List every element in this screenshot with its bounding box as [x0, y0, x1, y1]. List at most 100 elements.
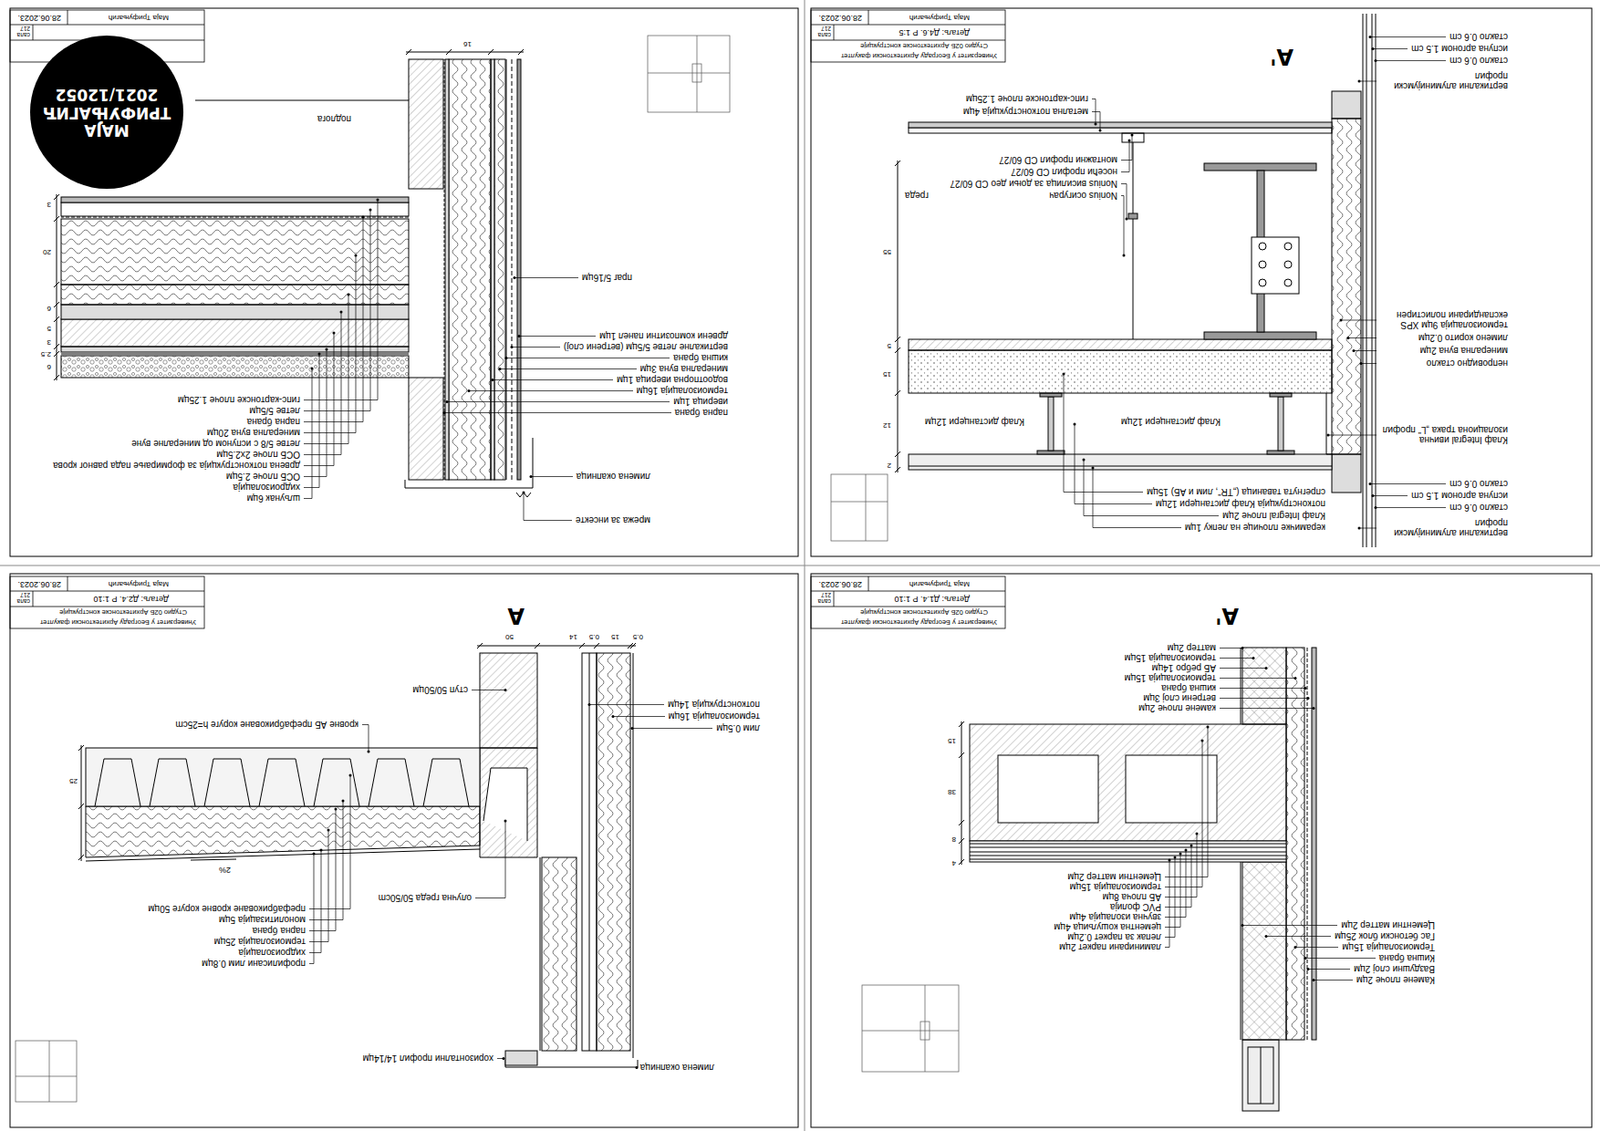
key-plan-part — [865, 474, 867, 541]
dimension-number: 15 — [610, 632, 621, 641]
detail-d4-6-part — [1362, 13, 1364, 548]
annotation-label: Кишна брана — [1378, 953, 1436, 964]
leader-line — [506, 357, 670, 359]
title-block-part — [810, 10, 1006, 63]
leader-dot — [529, 475, 533, 478]
annotation-label: парна брана — [674, 407, 729, 418]
leader-line — [523, 492, 572, 521]
leader-line — [1092, 467, 1182, 529]
annotation-label: потконструкција Клаф дистанцери 12цм — [1154, 498, 1327, 510]
title-block-part — [32, 24, 34, 41]
annotation-label: Nonius висилица за доњи део CD 60/27 — [948, 178, 1119, 189]
key-plan-part — [920, 1021, 930, 1040]
leader-line — [1375, 60, 1446, 62]
detail-roof-wall-part — [405, 51, 524, 53]
annotation-label: звучна изолација 4цм — [1068, 912, 1163, 923]
leader-dot — [1241, 924, 1245, 927]
leader-line — [1372, 495, 1408, 497]
leader-line — [303, 353, 320, 489]
detail-d2-4-part — [94, 758, 469, 807]
title-block-part — [10, 576, 205, 629]
leader-line — [1370, 36, 1446, 38]
leader-line — [530, 476, 573, 478]
annotation-label: греда — [903, 190, 930, 201]
leader-line — [362, 725, 369, 753]
title-block-part — [10, 24, 205, 26]
title-block-part — [67, 10, 69, 25]
dimension-number: 28.06.2023. — [16, 579, 63, 589]
leader-dot — [1073, 423, 1077, 426]
detail-d1-4-part — [1260, 1047, 1262, 1104]
leader-dot — [334, 808, 338, 811]
leader-dot — [1094, 123, 1098, 126]
leader-line — [589, 704, 665, 706]
detail-d2-4-part — [85, 806, 480, 858]
dimension-number: 15 — [946, 736, 957, 745]
annotation-label: летве 5/8 с испуном од минералне вуне — [130, 438, 302, 449]
leader-line — [1121, 196, 1124, 257]
annotation-label: парна брана — [246, 416, 302, 427]
detail-d2-4-part — [477, 643, 636, 649]
leader-line — [309, 830, 329, 943]
leader-line — [1164, 740, 1203, 888]
title-block-part — [10, 606, 205, 608]
section-mark: А' — [1214, 603, 1240, 628]
detail-d2-4-part — [479, 653, 538, 749]
leader-dot — [518, 334, 521, 338]
leader-dot — [362, 216, 365, 219]
leader-dot — [491, 378, 495, 382]
title-block-part — [810, 591, 1006, 593]
leader-line — [1348, 337, 1377, 339]
detail-d2-4-part — [505, 1050, 538, 1066]
title-block-part — [810, 606, 1006, 608]
leader-line — [1370, 483, 1446, 485]
annotation-label: керамичке плочице на лепку 1цм — [1184, 522, 1327, 533]
leader-dot — [1312, 978, 1316, 982]
detail-roof-wall-part — [61, 304, 409, 320]
detail-roof-wall-part — [61, 355, 409, 378]
detail-d2-4-part — [540, 857, 541, 1051]
key-plan — [15, 35, 959, 1102]
leader-line — [499, 368, 637, 370]
leader-dot — [1360, 362, 1363, 365]
annotation-label: монтажни профил CD 60/27 — [997, 155, 1119, 166]
detail-d4-6-part — [1267, 450, 1295, 455]
detail-d4-6-part — [1331, 118, 1362, 455]
leader-dot — [318, 353, 322, 356]
leader-dot — [320, 849, 323, 852]
sheet-frame-part — [810, 573, 1592, 1128]
leader-dot — [1184, 849, 1188, 852]
leader-dot — [510, 345, 514, 349]
watermark-text: МАЈА ТРИФУЊАГИЋ — [38, 103, 176, 139]
annotation-label: Nonius осигурач — [1048, 190, 1119, 201]
annotation-label: Студио 02Б Архитектонске конструкције — [859, 41, 989, 50]
sheet-frame-part — [810, 8, 1592, 557]
leader-line — [1242, 924, 1338, 926]
detail-d1-4-part — [958, 721, 965, 865]
annotation-label: вертикални алуминијумски профил — [1379, 518, 1509, 539]
key-plan-part — [831, 474, 888, 541]
detail-d2-4-part — [541, 857, 577, 1051]
annotation-label: ОСБ плоче 2.5цм — [225, 471, 302, 482]
detail-d1-4-part — [997, 755, 1099, 823]
leader-line — [1091, 99, 1096, 125]
annotation-label: лимена окапница — [575, 471, 652, 482]
leader-line — [475, 820, 506, 899]
annotation-label: Клаф дистанцери 12цм — [924, 416, 1026, 427]
detail-d4-6-part — [1128, 213, 1138, 219]
leader-line — [444, 412, 672, 414]
key-plan-part — [692, 63, 702, 83]
annotation-label: дрвени композитни панел 1цм — [598, 331, 729, 342]
watermark-circle: МАЈА ТРИФУЊАГИЋ2021/12052 — [30, 35, 184, 189]
dimension-number: 5 — [886, 341, 893, 350]
leader-dot — [1125, 218, 1129, 221]
key-plan-part — [924, 985, 926, 1072]
detail-d4-6-part — [908, 466, 1332, 468]
annotation-label: олучна греда 50/50cm — [377, 893, 473, 904]
detail-roof-wall-part — [61, 284, 409, 305]
detail-d2-4 — [78, 643, 638, 1068]
annotation-label: водоотпорна иверица 1цм — [615, 374, 729, 385]
key-plan-part — [696, 35, 698, 113]
leader-dot — [1206, 726, 1210, 729]
annotation-label: PVC фолија — [1109, 902, 1163, 913]
